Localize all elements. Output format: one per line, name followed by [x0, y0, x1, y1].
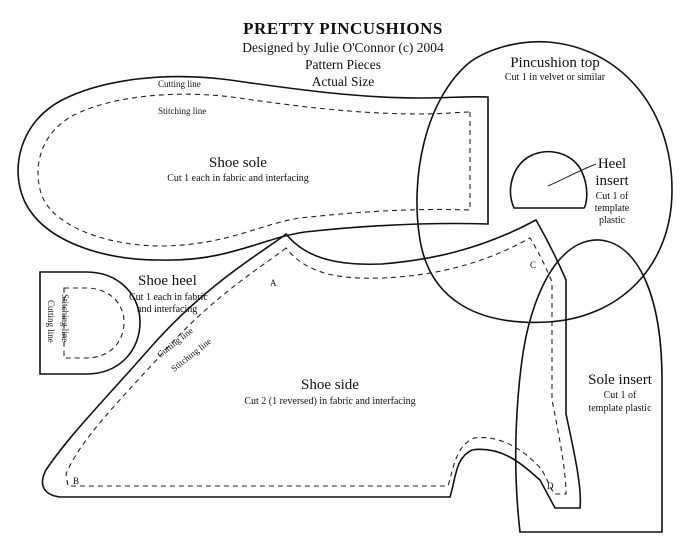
shoe-heel-stitching-line [63, 287, 125, 359]
shoe-sole-cutting-label: Cutting line [158, 79, 201, 89]
heel-insert-cutting-line [509, 150, 588, 209]
designer-credit: Designed by Julie O'Connor (c) 2004 [242, 40, 444, 55]
shoe-sole-stitching-label: Stitching line [158, 106, 206, 116]
shoe-heel-name: Shoe heel [138, 273, 197, 289]
shoe-heel-stitching-label: Stitching line [60, 294, 70, 342]
sole-insert-name: Sole insert [588, 372, 653, 388]
heel-insert-note-line1: Cut 1 of [596, 191, 629, 202]
shoe-side-name: Shoe side [301, 377, 359, 393]
sole-insert-note-line2: template plastic [588, 403, 652, 414]
shoe-side-stitching-line [65, 237, 567, 495]
heel-insert-pointer-line [547, 163, 597, 187]
pattern-pieces-label: Pattern Pieces [305, 57, 381, 72]
pincushion-top-piece: Pincushion top Cut 1 in velvet or simila… [416, 40, 673, 324]
heel-insert-piece: Heel insert Cut 1 of template plastic [509, 150, 630, 226]
shoe-side-instructions: Cut 2 (1 reversed) in fabric and interfa… [244, 396, 415, 407]
shoe-sole-name: Shoe sole [209, 155, 267, 171]
point-b-label: B [73, 476, 79, 486]
actual-size-label: Actual Size [312, 74, 375, 89]
heel-insert-note-line2: template [595, 203, 630, 214]
point-d-label: D [547, 481, 554, 491]
sole-insert-piece: Sole insert Cut 1 of template plastic [514, 239, 663, 533]
shoe-heel-piece: Stitching line Cutting line Shoe heel Cu… [39, 271, 208, 375]
point-a-label: A [270, 278, 277, 288]
shoe-heel-cutting-label: Cutting line [46, 300, 56, 343]
heel-insert-note-line3: plastic [599, 215, 626, 226]
pincushion-top-cutting-line [416, 40, 673, 324]
shoe-sole-cutting-line [17, 75, 489, 261]
shoe-sole-instructions: Cut 1 each in fabric and interfacing [167, 173, 309, 184]
shoe-side-piece: Cutting line Stitching line Shoe side Cu… [41, 218, 582, 509]
sole-insert-cutting-line [514, 239, 663, 533]
pattern-title: PRETTY PINCUSHIONS [243, 19, 443, 38]
heel-insert-name-line1: Heel [598, 156, 626, 172]
shoe-heel-note-line1: Cut 1 each in fabric [129, 292, 208, 303]
pincushion-top-name: Pincushion top [510, 55, 600, 71]
heel-insert-name-line2: insert [595, 173, 629, 189]
point-c-label: C [530, 260, 536, 270]
shoe-heel-cutting-line [39, 271, 141, 375]
shoe-side-cutting-line [41, 218, 582, 509]
shoe-heel-note-line2: and interfacing [137, 304, 197, 315]
shoe-sole-piece: Cutting line Stitching line Shoe sole Cu… [17, 75, 489, 261]
sole-insert-note-line1: Cut 1 of [604, 390, 637, 401]
pincushion-top-instructions: Cut 1 in velvet or similar [505, 72, 606, 83]
header: PRETTY PINCUSHIONS Designed by Julie O'C… [242, 19, 444, 89]
